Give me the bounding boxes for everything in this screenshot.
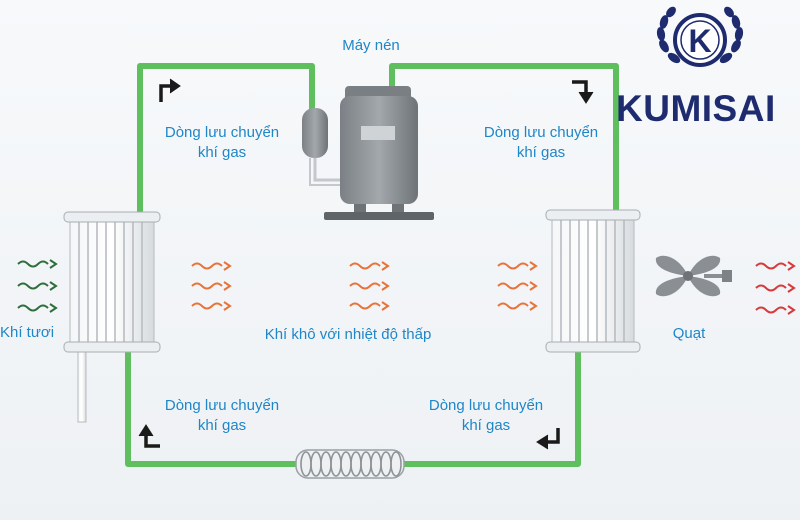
expansion-coil-icon [295,449,405,479]
condenser-coil-icon [545,209,641,353]
fresh-air-label: Khí tươi [0,324,55,341]
exhaust-air-arrows [755,261,796,315]
evaporator-coil-icon [63,211,161,423]
dry-air-arrows [191,261,538,311]
gas-pipe-left [125,63,315,467]
brand-name: KUMISAI [616,88,776,129]
flow-arrow-icon [138,424,160,448]
fresh-air-arrows [17,259,58,313]
flow-arrow-icon [536,428,560,450]
dry-air-label: Khí khô với nhiệt độ thấp [264,326,432,343]
logo-letter: K [688,23,711,59]
flow-arrow-icon [572,80,594,104]
compressor-label: Máy nén [342,37,400,54]
laurel-wreath-icon [656,6,744,64]
fan-icon [655,255,732,297]
compressor-icon [302,86,434,220]
logo-emblem [673,13,727,67]
flow-arrow-icon [159,78,181,102]
fan-label: Quạt [672,325,706,342]
